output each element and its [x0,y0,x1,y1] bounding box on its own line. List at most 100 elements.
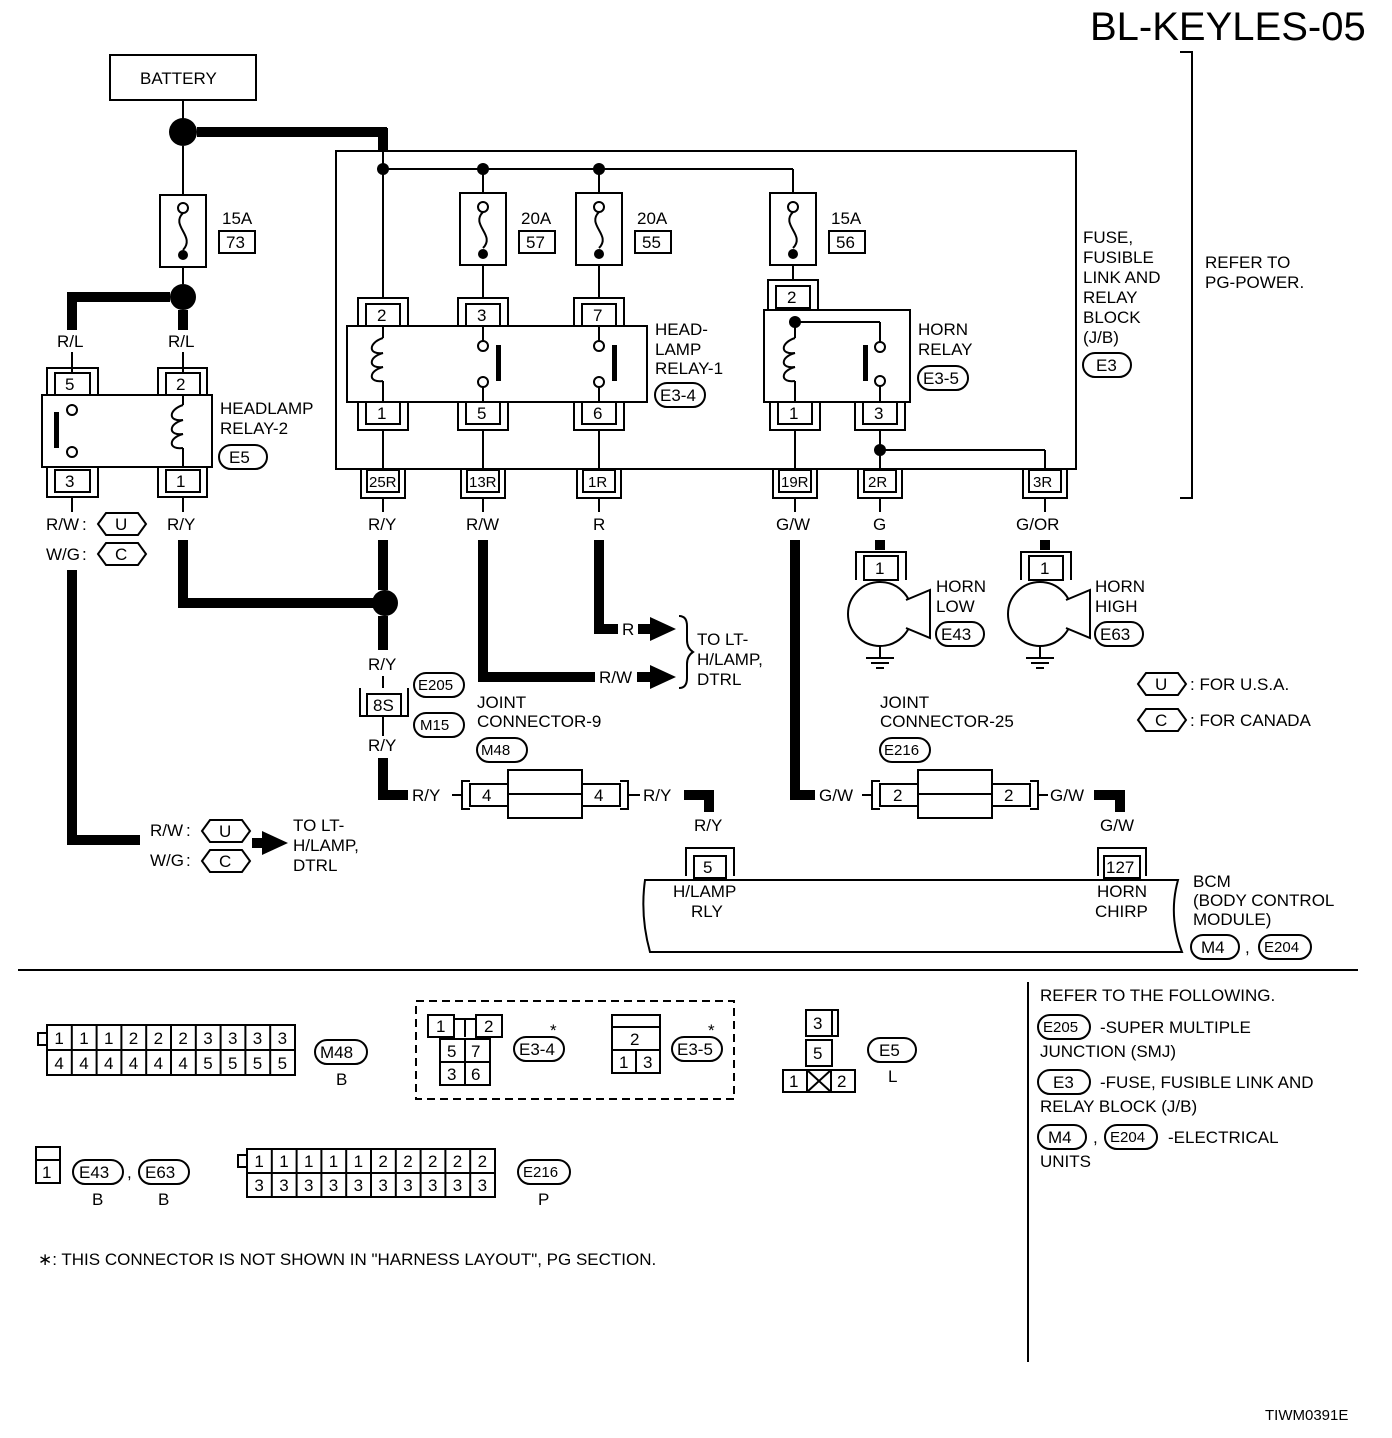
svg-text:E43: E43 [941,625,971,644]
svg-text:E205: E205 [418,677,453,694]
svg-text:FUSIBLE: FUSIBLE [1083,248,1154,267]
svg-text:1: 1 [377,404,386,423]
svg-text:H/LAMP: H/LAMP [673,882,736,901]
connector-pin: 3 [378,1176,387,1195]
svg-text:R: R [622,620,634,639]
svg-text:LOW: LOW [936,597,975,616]
svg-text:127: 127 [1106,858,1134,877]
svg-text:R/Y: R/Y [643,786,671,805]
svg-text:4: 4 [594,786,603,805]
joint-connector-25: 2 2 [871,769,1039,819]
svg-text:1: 1 [1040,559,1049,578]
connector-pin: 1 [329,1152,338,1171]
svg-text:R/W: R/W [466,515,499,534]
svg-text:R/W: R/W [599,668,632,687]
svg-text:5: 5 [65,375,74,394]
svg-text:E63: E63 [145,1163,175,1182]
svg-text:M4: M4 [1201,938,1225,957]
svg-text:E204: E204 [1110,1129,1145,1146]
connector-pin: 2 [154,1029,163,1048]
connector-pin: 1 [79,1029,88,1048]
horn-low: 1 HORN LOW E43 [847,551,986,669]
svg-text:M15: M15 [420,717,449,734]
svg-text:7: 7 [471,1042,480,1061]
svg-text:E3-5: E3-5 [923,369,959,388]
svg-text:E205: E205 [1043,1019,1078,1036]
svg-text:(BODY CONTROL: (BODY CONTROL [1193,891,1334,910]
svg-text:: FOR CANADA: : FOR CANADA [1190,711,1312,730]
svg-text:-ELECTRICAL: -ELECTRICAL [1168,1128,1279,1147]
svg-text:*: * [550,1021,557,1040]
svg-text:HORN: HORN [1097,882,1147,901]
horn-high: 1 HORN HIGH E63 [1007,551,1145,669]
svg-text:U: U [1155,675,1167,694]
svg-text:U: U [115,515,127,534]
svg-text:3: 3 [447,1065,456,1084]
svg-text:RELAY-2: RELAY-2 [220,419,288,438]
svg-text:2: 2 [837,1072,846,1091]
connector-pin: 5 [253,1054,262,1073]
svg-text:R/Y: R/Y [368,515,396,534]
svg-text:R/L: R/L [57,332,83,351]
fuse-55: 20A 55 [575,192,672,266]
connector-pin: 2 [178,1029,187,1048]
svg-text:RELAY: RELAY [1083,288,1138,307]
svg-text:W/G: W/G [150,851,184,870]
svg-text:M4: M4 [1048,1128,1072,1147]
connector-pin: 2 [453,1152,462,1171]
connector-pin: 5 [228,1054,237,1073]
svg-text:2R: 2R [868,474,887,491]
connector-pin: 3 [253,1029,262,1048]
connector-pin: 4 [79,1054,88,1073]
svg-text:1: 1 [436,1017,445,1036]
svg-text:G/OR: G/OR [1016,515,1059,534]
svg-text:3: 3 [643,1053,652,1072]
connector-e43-e63: 1 E43 , E63 B B [35,1146,190,1209]
connector-pin: 3 [478,1176,487,1195]
svg-text:5: 5 [447,1042,456,1061]
connector-pin: 2 [428,1152,437,1171]
connector-pin: 2 [378,1152,387,1171]
svg-text:REFER TO: REFER TO [1205,253,1290,272]
svg-text:HORN: HORN [1095,577,1145,596]
svg-text:3R: 3R [1033,474,1052,491]
svg-text:1: 1 [42,1163,51,1182]
svg-text:5: 5 [813,1044,822,1063]
svg-text:HORN: HORN [918,320,968,339]
connector-pin: 1 [279,1152,288,1171]
svg-text:1: 1 [789,404,798,423]
svg-text:R/Y: R/Y [368,655,396,674]
connector-pin: 3 [428,1176,437,1195]
svg-text:(J/B): (J/B) [1083,328,1119,347]
bcm: 5 127 H/LAMP RLY HORN CHIRP BCM (BODY CO… [642,847,1334,960]
connector-pin: 1 [104,1029,113,1048]
svg-text:8S: 8S [373,696,394,715]
svg-text:E204: E204 [1264,939,1299,956]
svg-text:2: 2 [1004,786,1013,805]
svg-text:W/G: W/G [46,545,80,564]
connector-pin: 3 [203,1029,212,1048]
svg-text:P: P [538,1190,549,1209]
svg-text:1: 1 [176,472,185,491]
svg-text:2: 2 [893,786,902,805]
svg-text:E43: E43 [79,1163,109,1182]
connector-pin: 1 [304,1152,313,1171]
svg-text:20A: 20A [637,209,668,228]
svg-text:PG-POWER.: PG-POWER. [1205,273,1304,292]
svg-text:R/W: R/W [46,515,79,534]
fuse-73: 15A 73 [159,194,256,268]
connector-e5: 3 5 1 2 E5 L [782,1009,917,1093]
svg-text:E3-4: E3-4 [660,386,696,405]
svg-text:CHIRP: CHIRP [1095,902,1148,921]
svg-text:G/W: G/W [1100,816,1134,835]
connector-pin: 5 [203,1054,212,1073]
svg-text:,: , [1093,1128,1098,1147]
connector-pin: 1 [354,1152,363,1171]
svg-text:E3-4: E3-4 [519,1040,555,1059]
svg-text:E216: E216 [884,742,919,759]
battery-label: BATTERY [140,69,217,88]
svg-text:HEAD-: HEAD- [655,320,708,339]
svg-text:56: 56 [836,233,855,252]
connector-pin: 5 [278,1054,287,1073]
